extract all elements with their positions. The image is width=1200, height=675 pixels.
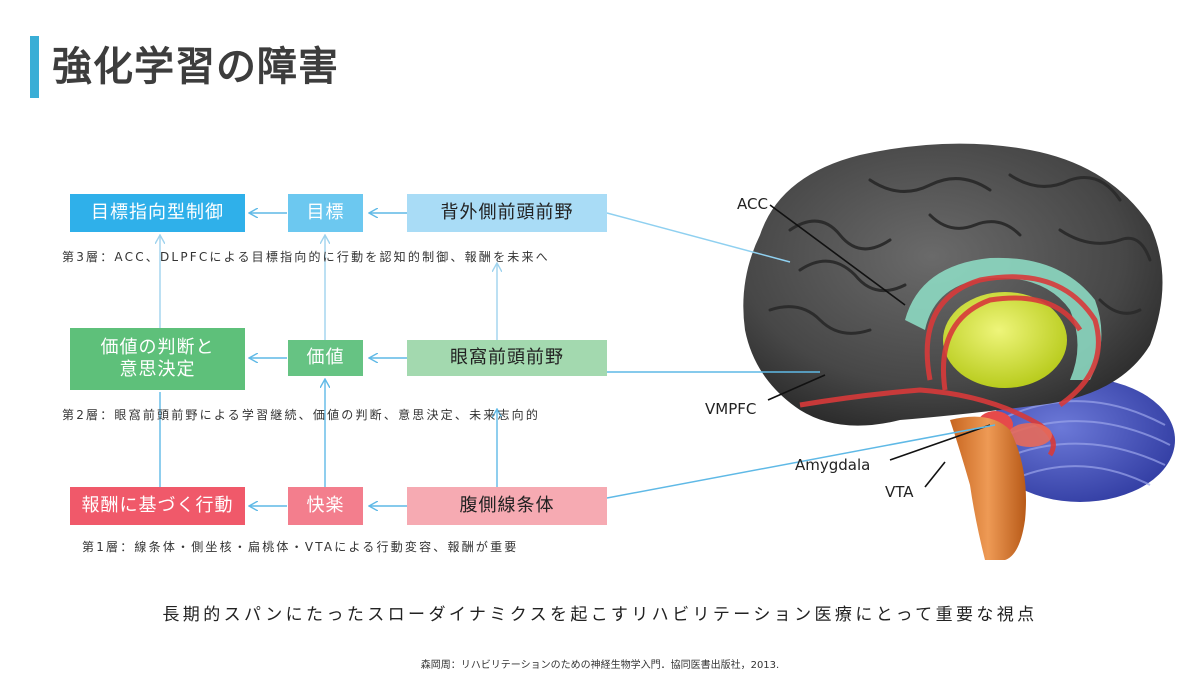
goal-signal-box: 目標 — [288, 194, 363, 232]
cerebellum-shape — [985, 378, 1175, 502]
vmpfc-label: VMPFC — [705, 400, 757, 418]
acc-leader — [769, 204, 906, 306]
value-decision-line1: 価値の判断と — [100, 337, 215, 358]
goal-directed-control-box: 目標指向型制御 — [70, 194, 245, 232]
value-decision-line2: 意思決定 — [119, 359, 196, 380]
reward-behavior-box: 報酬に基づく行動 — [70, 487, 245, 525]
page-title: 強化学習の障害 — [52, 44, 339, 90]
connector-dlpfc — [606, 212, 791, 263]
value-decision-box: 価値の判断と 意思決定 — [70, 328, 245, 390]
layer1-note: 第1層：線条体・側坐核・扁桃体・VTAによる行動変容、報酬が重要 — [82, 540, 519, 554]
ofc-region-box: 眼窩前頭前野 — [407, 340, 607, 376]
layer3-note: 第3層：ACC、DLPFCによる目標指向的に行動を認知的制御、報酬を未来へ — [62, 250, 550, 264]
thalamus-shape — [943, 292, 1067, 388]
dlpfc-region-box: 背外側前頭前野 — [407, 194, 607, 232]
cerebellum-folia — [994, 400, 1171, 486]
pleasure-signal-box: 快楽 — [288, 487, 363, 525]
title-accent-bar — [30, 36, 39, 98]
cortex-gyri — [768, 173, 1152, 335]
cortex-shape — [743, 143, 1163, 426]
subtitle-text: 長期的スパンにたったスローダイナミクスを起こすリハビリテーション医療にとって重要… — [162, 605, 1038, 625]
vta-label: VTA — [885, 483, 914, 501]
acc-label: ACC — [737, 195, 768, 213]
ventral-striatum-region-box: 腹側線条体 — [407, 487, 607, 525]
value-signal-box: 価値 — [288, 340, 363, 376]
citation-text: 森岡周：リハビリテーションのための神経生物学入門．協同医書出版社，2013. — [420, 660, 780, 671]
layer2-note: 第2層：眼窩前頭前野による学習継続、価値の判断、意思決定、未来志向的 — [62, 408, 541, 422]
amygdala-shape — [977, 411, 1013, 439]
cingulate-shape — [905, 257, 1102, 380]
amygdala-leader — [889, 424, 991, 461]
brainstem-shape — [950, 416, 1026, 560]
vmpfc-leader — [767, 374, 826, 401]
brain-illustration — [743, 143, 1175, 560]
limbic-loops — [799, 274, 1101, 457]
amygdala-label: Amygdala — [795, 456, 871, 474]
vta-leader — [924, 461, 946, 488]
